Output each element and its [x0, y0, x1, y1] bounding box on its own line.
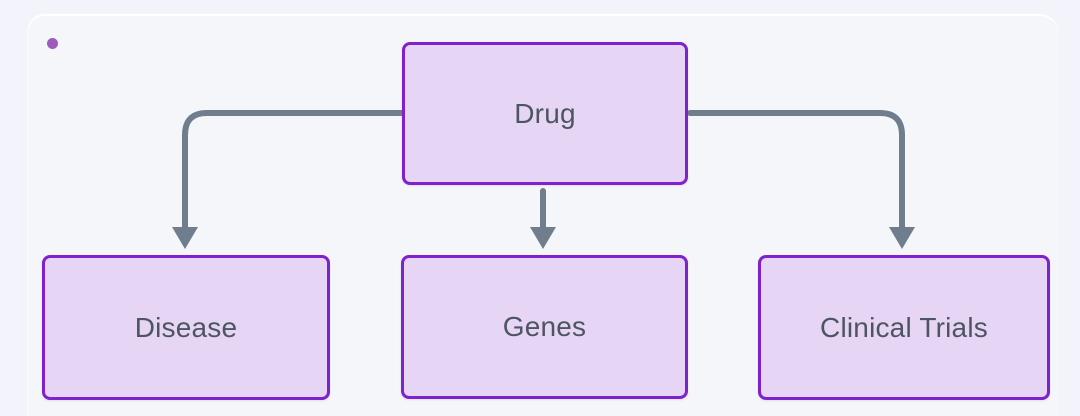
- node-disease-label: Disease: [134, 311, 238, 343]
- node-genes-label: Genes: [502, 311, 587, 342]
- bullet-dot: [47, 38, 58, 49]
- node-clinical-trials-label: Clinical Trials: [820, 311, 988, 343]
- node-drug-label: Drug: [514, 97, 576, 129]
- node-disease: Disease: [42, 255, 330, 400]
- node-clinical-trials: Clinical Trials: [758, 255, 1050, 400]
- node-drug: Drug: [402, 42, 688, 185]
- node-genes: Genes: [401, 255, 688, 399]
